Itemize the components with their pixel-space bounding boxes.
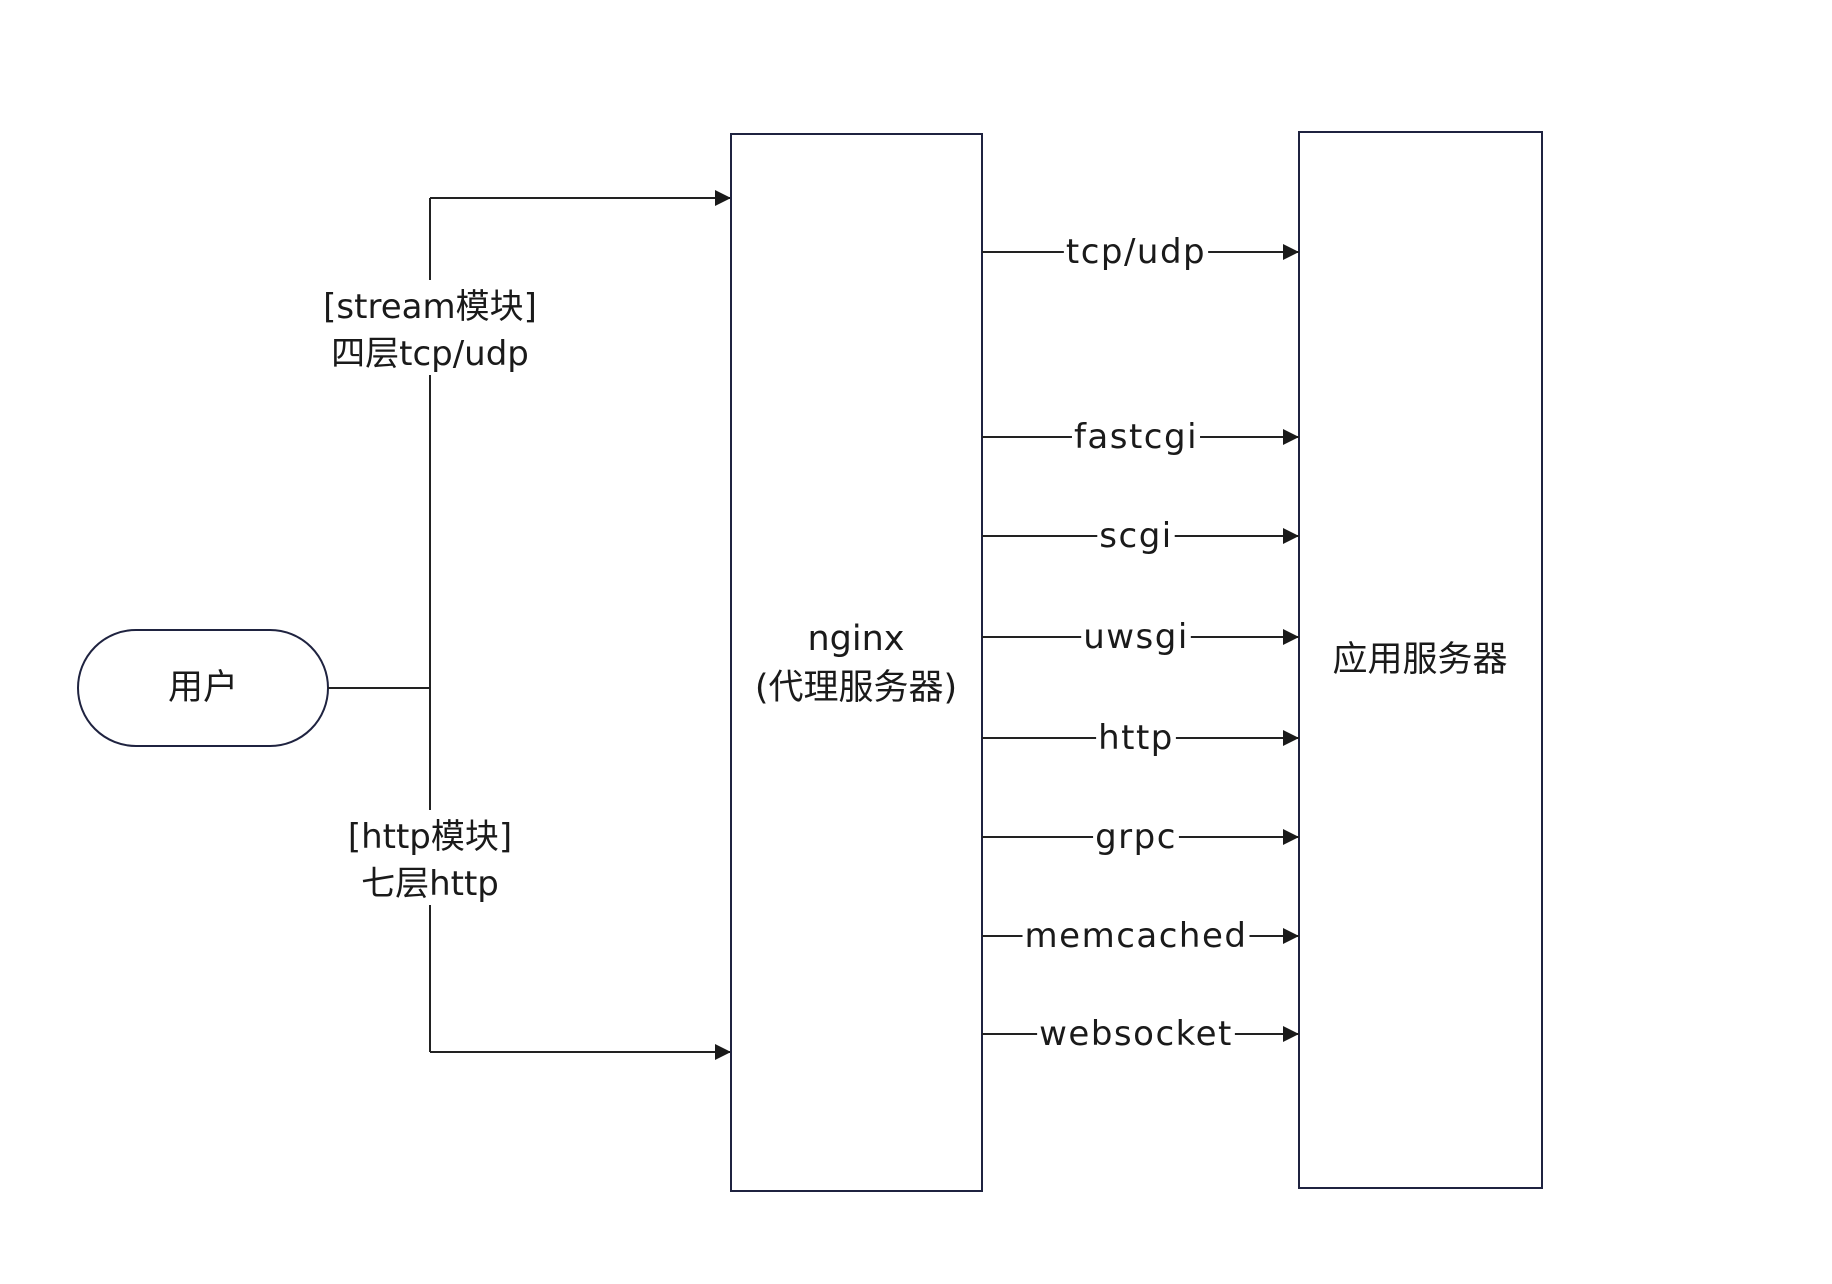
- protocol-edges: tcp/udp fastcgi scgi uwsgi http grpc memcached…: [982, 232, 1299, 1054]
- app-server-node: 应用服务器: [1298, 131, 1543, 1189]
- protocol-edge: uwsgi: [982, 617, 1299, 657]
- nginx-node-label-line2: (代理服务器): [755, 668, 957, 708]
- stream-path-label: [stream模块] 四层tcp/udp: [323, 287, 537, 374]
- http-path-label: [http模块] 七层http: [348, 817, 512, 904]
- protocol-edge-label-bg: [1063, 232, 1209, 272]
- app-server-node-shape: [1298, 131, 1543, 1189]
- protocol-edge-label: websocket: [1039, 1014, 1233, 1054]
- protocol-edge: tcp/udp: [982, 232, 1299, 272]
- user-connector: [328, 190, 731, 1060]
- protocol-edge-label: fastcgi: [1074, 417, 1198, 457]
- http-path-label-line1: [http模块]: [348, 817, 512, 857]
- app-server-node-label: 应用服务器: [1332, 640, 1507, 680]
- nginx-node-shape: [730, 133, 983, 1192]
- protocol-edge-label-bg: [1037, 1014, 1235, 1054]
- protocol-edge: fastcgi: [982, 417, 1299, 457]
- http-path-label-line2: 七层http: [361, 864, 499, 904]
- nginx-node-label-line1: nginx: [807, 619, 904, 659]
- protocol-edge: grpc: [982, 817, 1299, 857]
- protocol-edge-label-bg: [1093, 817, 1179, 857]
- nginx-node: nginx (代理服务器): [730, 133, 983, 1192]
- protocol-edge: http: [982, 718, 1299, 758]
- protocol-edge-label-bg: [1097, 516, 1175, 556]
- protocol-edge-label-bg: [1081, 617, 1191, 657]
- stream-path-label-line1: [stream模块]: [323, 287, 537, 327]
- protocol-edge-label: tcp/udp: [1066, 232, 1206, 272]
- stream-path-label-line2: 四层tcp/udp: [331, 334, 529, 374]
- protocol-edge-label: grpc: [1095, 817, 1177, 857]
- protocol-edge-label: uwsgi: [1083, 617, 1189, 657]
- protocol-edge: scgi: [982, 516, 1299, 556]
- protocol-edge-label-bg: [1096, 718, 1176, 758]
- protocol-edge-label-bg: [1071, 417, 1201, 457]
- user-node-label: 用户: [168, 668, 238, 708]
- protocol-edge-label: http: [1098, 718, 1174, 758]
- protocol-edge: websocket: [982, 1014, 1299, 1054]
- user-node: 用户: [77, 629, 329, 747]
- protocol-edge: memcached: [982, 916, 1299, 956]
- protocol-edge-label: scgi: [1099, 516, 1172, 556]
- protocol-edge-label-bg: [1022, 916, 1250, 956]
- protocol-edge-label: memcached: [1025, 916, 1248, 956]
